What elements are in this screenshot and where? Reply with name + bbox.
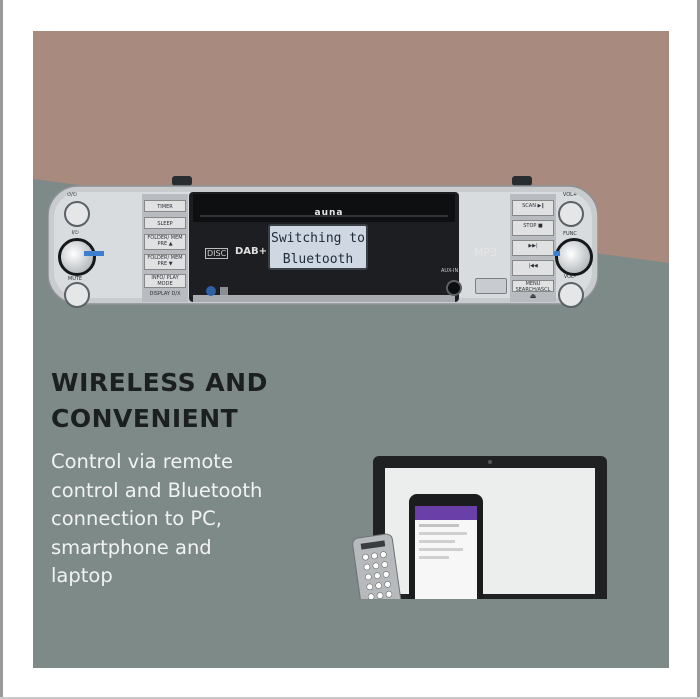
info-playmode-button[interactable]: INFO/ PLAY MODE	[144, 274, 186, 288]
vol-plus-button[interactable]	[558, 201, 584, 227]
previous-button[interactable]: |◀◀	[512, 260, 554, 276]
lcd-display: Switching to Bluetooth	[268, 224, 368, 270]
page-border-right	[697, 0, 700, 699]
headline: WIRELESS AND CONVENIENT	[51, 365, 351, 437]
description-line-3: connection to PC,	[51, 507, 222, 531]
headline-line-1: WIRELESS AND	[51, 368, 268, 397]
disc-logo: DISC	[205, 248, 229, 259]
usb-port[interactable]	[475, 278, 507, 294]
next-button[interactable]: ▶▶|	[512, 240, 554, 256]
kitchen-radio: I/⏻ MUTE VOL+ FUNC VOL– ⏻/⏻ TIMER SLEEP …	[48, 150, 598, 310]
timer-button[interactable]: TIMER	[144, 200, 186, 212]
function-knob-right[interactable]	[555, 238, 593, 276]
brand-logo: auna	[314, 208, 344, 218]
aux-label: AUX-IN	[441, 268, 459, 274]
headline-line-2: CONVENIENT	[51, 404, 239, 433]
folder-down-button[interactable]: FOLDER/ MEM PRE ▼	[144, 254, 186, 270]
aux-in-jack[interactable]	[446, 280, 462, 296]
feature-description: Control via remote control and Bluetooth…	[51, 448, 311, 591]
description-line-1: Control via remote	[51, 450, 233, 473]
vol-minus-button[interactable]	[558, 282, 584, 308]
knob-label-func: FUNC	[563, 231, 577, 237]
power-button[interactable]	[64, 201, 90, 227]
folder-up-button[interactable]: FOLDER/ MEM PRE ▲	[144, 234, 186, 250]
description-line-5: laptop	[51, 564, 113, 588]
knob-label-vol-plus: VOL+	[562, 192, 578, 198]
dab-logo: DAB+	[235, 246, 268, 257]
ir-sensor-icon	[220, 287, 228, 295]
knob-label-vol-minus: VOL–	[563, 274, 577, 280]
eject-button[interactable]: ⏏	[529, 292, 537, 300]
description-line-4: smartphone and	[51, 535, 212, 559]
display-dx-button[interactable]: DISPLAY D/X	[149, 291, 181, 297]
mp3-logo: MP3	[474, 246, 498, 259]
sleep-button[interactable]: SLEEP	[144, 217, 186, 229]
knob-label-top-left: ⏻/⏻	[67, 192, 77, 198]
knob-indicator-left	[84, 251, 104, 256]
usb-icon: ⇌	[480, 266, 487, 275]
mute-button[interactable]	[64, 282, 90, 308]
lcd-line-1: Switching to	[271, 231, 365, 246]
lcd-line-2: Bluetooth	[282, 252, 354, 267]
laptop-phone-remote-image	[343, 456, 611, 614]
menu-search-button[interactable]: MENU SEARCH/ASCL	[512, 280, 554, 293]
knob-label-power: I/⏻	[71, 230, 79, 236]
devices-illustration	[305, 424, 615, 614]
volume-knob-left[interactable]	[58, 238, 96, 276]
page-border-bottom	[0, 697, 700, 699]
bluetooth-icon	[206, 286, 216, 296]
scan-play-button[interactable]: SCAN ▶‖	[512, 200, 554, 216]
page-border-left	[0, 0, 3, 699]
description-line-2: control and Bluetooth	[51, 478, 263, 502]
stop-button[interactable]: STOP ■	[512, 220, 554, 236]
knob-label-mute: MUTE	[67, 276, 83, 282]
